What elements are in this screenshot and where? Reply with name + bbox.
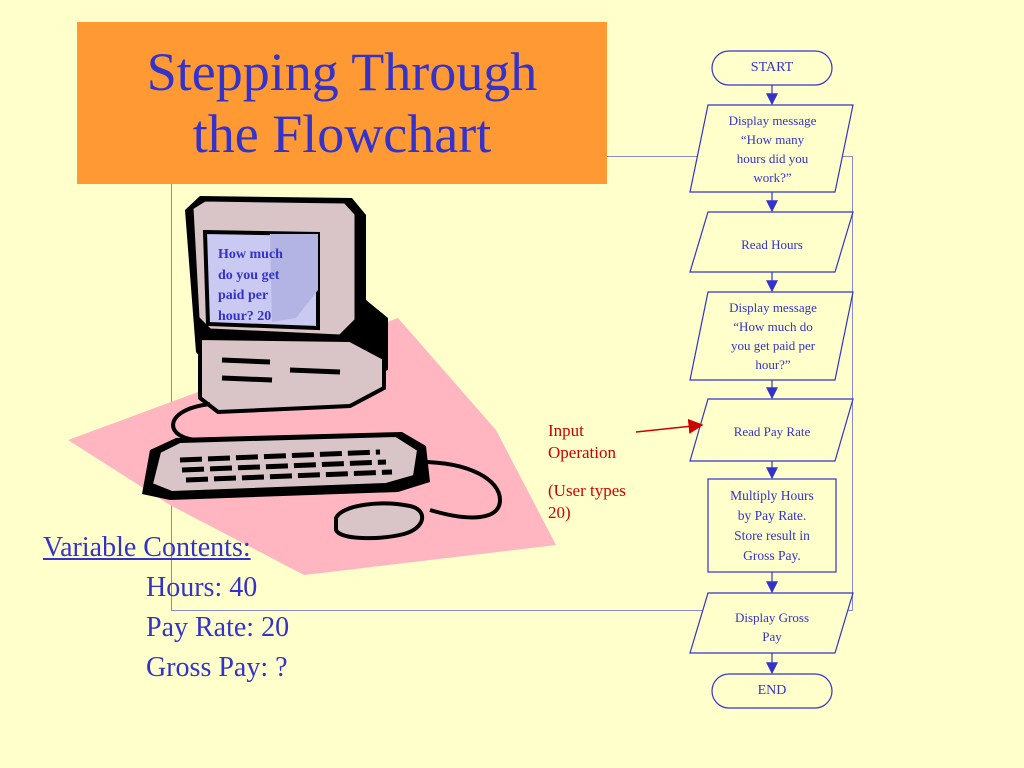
mouse bbox=[334, 501, 424, 541]
variable-pay-rate: Pay Rate: 20 bbox=[146, 612, 290, 643]
title-box: Stepping Through the Flowchart bbox=[77, 22, 607, 184]
multiply-process-shape bbox=[707, 478, 837, 573]
read-pay-rate-shape bbox=[689, 398, 854, 462]
read-hours-label: Read Hours bbox=[741, 237, 803, 252]
variable-hours: Hours: 40 bbox=[146, 572, 258, 603]
display-how-many-hours-label: Display message “How many hours did you … bbox=[728, 113, 817, 185]
monitor-base bbox=[198, 335, 386, 415]
end-label: END bbox=[757, 683, 787, 698]
screen-text: How much do you get paid per hour? 20 bbox=[218, 247, 283, 324]
display-how-many-hours-shape bbox=[689, 104, 854, 193]
display-gross-pay-shape bbox=[689, 592, 854, 654]
slide-title: Stepping Through the Flowchart bbox=[146, 42, 538, 164]
input-operation-label: Input Operation bbox=[548, 421, 616, 462]
end-terminator bbox=[711, 673, 833, 709]
read-pay-rate-label: Read Pay Rate bbox=[733, 424, 811, 439]
variable-gross-pay: Gross Pay: ? bbox=[146, 652, 288, 683]
variable-contents-heading: Variable Contents: bbox=[43, 532, 251, 563]
user-types-note: (User types 20) bbox=[548, 481, 626, 522]
input-operation-arrow bbox=[635, 418, 704, 434]
multiply-process-label: Multiply Hours by Pay Rate. Store result… bbox=[730, 488, 814, 563]
display-how-much-paid-shape bbox=[689, 291, 854, 381]
read-hours-shape bbox=[689, 211, 854, 273]
start-label: START bbox=[750, 60, 794, 75]
display-gross-pay-label: Display Gross Pay bbox=[734, 610, 810, 644]
cable bbox=[171, 402, 503, 520]
display-how-much-paid-label: Display message “How much do you get pai… bbox=[729, 300, 817, 372]
